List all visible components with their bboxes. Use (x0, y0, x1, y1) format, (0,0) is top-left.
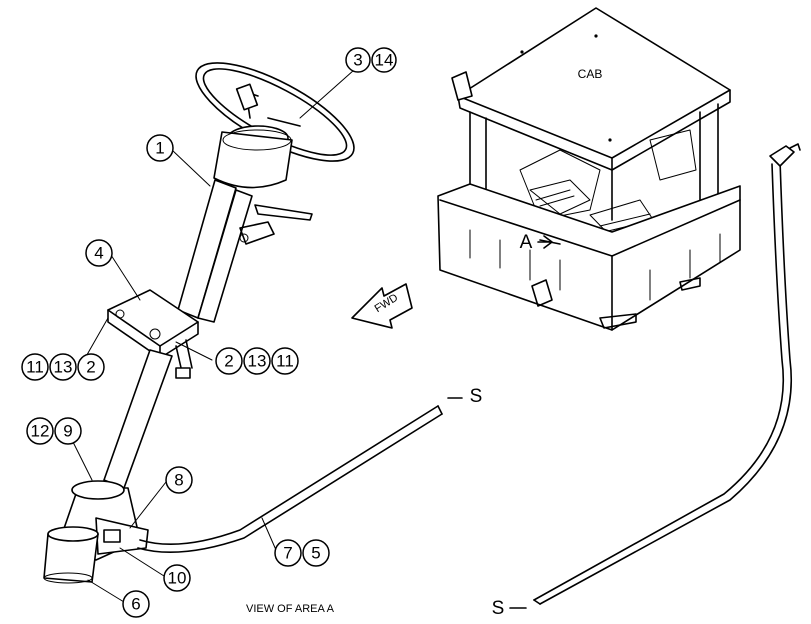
svg-text:1: 1 (155, 139, 164, 158)
callout-5: 5 (302, 539, 330, 567)
callout-11-left: 11 (21, 353, 49, 381)
section-s-label-bottom: S (492, 598, 505, 619)
svg-text:4: 4 (94, 244, 103, 263)
svg-text:13: 13 (54, 358, 73, 377)
svg-text:13: 13 (248, 352, 267, 371)
callout-10: 10 (163, 564, 191, 592)
callout-6: 6 (122, 590, 150, 618)
svg-text:11: 11 (26, 358, 44, 377)
section-s-label-top: S (470, 386, 483, 407)
svg-text:2: 2 (224, 352, 233, 371)
callout-11-right: 11 (271, 347, 299, 375)
svg-text:11: 11 (276, 352, 294, 371)
svg-text:7: 7 (283, 544, 292, 563)
callout-2-right: 2 (215, 347, 243, 375)
svg-text:6: 6 (131, 595, 140, 614)
hose-line-lower (533, 143, 801, 605)
callout-4: 4 (85, 239, 113, 267)
svg-text:2: 2 (86, 358, 95, 377)
callout-13-right: 13 (243, 347, 271, 375)
area-a-label: A (520, 232, 533, 253)
svg-text:14: 14 (375, 51, 394, 70)
callout-1: 1 (146, 134, 174, 162)
hose-line-upper (137, 405, 443, 554)
svg-text:9: 9 (63, 422, 72, 441)
callout-8: 8 (165, 466, 193, 494)
steering-column-assembly (43, 62, 355, 584)
callout-2-left: 2 (77, 353, 105, 381)
forward-direction-arrow: FWD (351, 283, 413, 329)
svg-text:3: 3 (353, 51, 362, 70)
view-caption: VIEW OF AREA A (246, 603, 335, 615)
svg-text:12: 12 (31, 422, 50, 441)
callout-7: 7 (274, 539, 302, 567)
svg-text:10: 10 (168, 569, 187, 588)
svg-text:8: 8 (174, 471, 183, 490)
cab-label: CAB (578, 67, 603, 81)
cab-illustration (437, 7, 741, 331)
callout-12: 12 (26, 417, 54, 445)
callout-13-left: 13 (49, 353, 77, 381)
callout-3: 3 (345, 47, 371, 73)
svg-text:5: 5 (311, 544, 320, 563)
callout-9: 9 (54, 417, 82, 445)
callout-14: 14 (371, 47, 397, 73)
